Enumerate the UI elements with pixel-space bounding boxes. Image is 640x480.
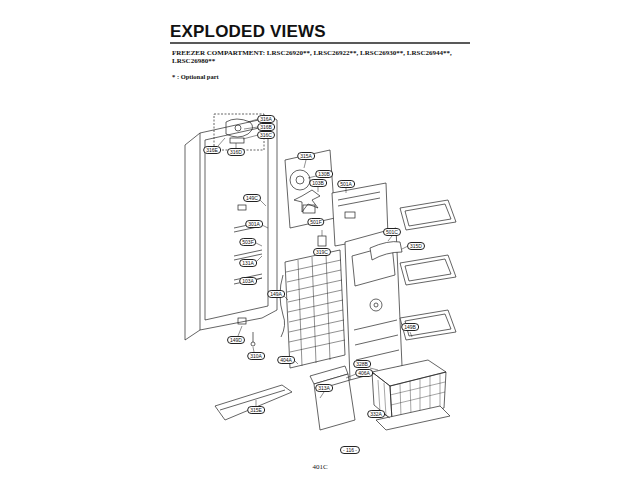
callout-number: 103A	[239, 277, 257, 285]
callout-number: 404A	[277, 356, 295, 364]
callout-number: 313A	[315, 384, 333, 392]
callout-number: 103B	[309, 179, 327, 187]
callout-number: 316B	[257, 123, 275, 131]
callout-number: 301A	[245, 220, 263, 228]
callout-number: 501A	[337, 180, 355, 188]
page-title: EXPLODED VIEWS	[170, 22, 326, 42]
optional-note: * : Optional part	[172, 73, 219, 80]
callout-number: 149B	[401, 323, 419, 331]
callout-number: 319C	[313, 248, 331, 256]
callout-number: 149C	[243, 194, 261, 202]
callout-number: 406A	[355, 369, 373, 377]
callout-number: 310A	[247, 352, 265, 360]
callout-number: 316E	[203, 146, 221, 154]
callout-number: 501F	[307, 218, 324, 226]
callout-number: 131A	[239, 259, 257, 267]
callout-number: 501C	[383, 228, 401, 236]
page-number: 401C	[312, 463, 327, 471]
callout-number: 316D	[227, 148, 245, 156]
callout-number: 149A	[267, 290, 285, 298]
callout-number: 149D	[227, 336, 245, 344]
callout-number: 316C	[257, 131, 275, 139]
callout-number: 315A	[297, 152, 315, 160]
callout-number: 332A	[367, 410, 385, 418]
callout-number: - 116 -	[340, 446, 360, 454]
model-heading: FREEZER COMPARTMENT: LRSC26920**, LRSC26…	[172, 49, 472, 65]
callout-number: 328B	[353, 360, 371, 368]
callout-number: 315D	[407, 242, 425, 250]
callout-number: 503F	[239, 238, 256, 246]
callout-number: 316A	[257, 115, 275, 123]
callout-number: 315E	[247, 406, 265, 414]
callout-number: 130B	[315, 170, 333, 178]
